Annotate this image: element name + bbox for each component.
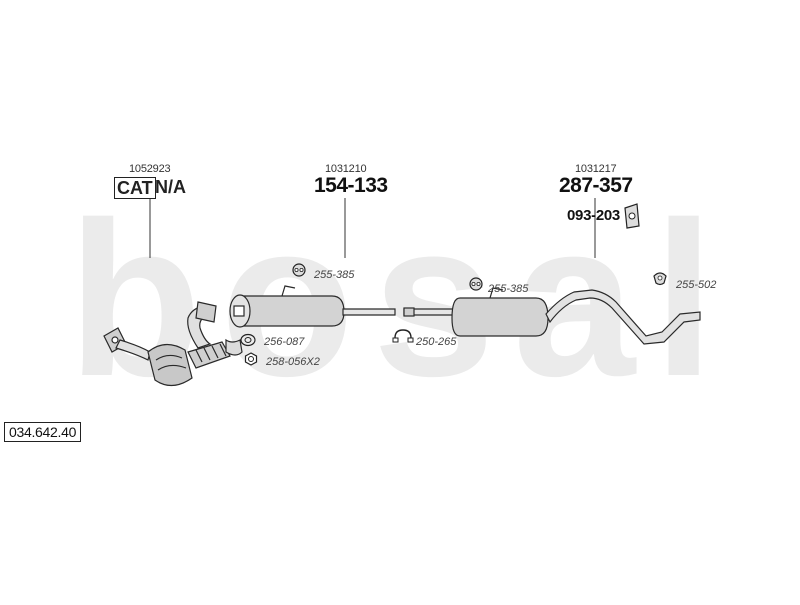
- rubber-hanger-icon: [652, 270, 668, 286]
- rear-silencer-tailpipe: [403, 287, 701, 345]
- rubber-hanger-icon: [291, 262, 307, 278]
- nut-icon: [244, 352, 258, 366]
- cat-value: N/A: [155, 177, 186, 197]
- front-ref-number: 1052923: [129, 163, 171, 175]
- rear-ref-number: 1031217: [575, 163, 617, 175]
- gasket-icon: [240, 333, 256, 347]
- middle-part-number: 154-133: [314, 174, 388, 197]
- part-code-255-385-rear: 255-385: [488, 283, 529, 295]
- cat-label-box: CAT: [114, 177, 156, 199]
- rear-part-number: 287-357: [559, 174, 633, 197]
- diagram-number: 034.642.40: [4, 422, 82, 442]
- tailpipe-bracket-icon: [622, 202, 642, 230]
- part-code-255-502: 255-502: [676, 279, 717, 291]
- clamp-icon: [392, 328, 414, 344]
- rubber-hanger-icon: [468, 276, 484, 292]
- middle-ref-number: 1031210: [325, 163, 367, 175]
- part-code-255-385-middle: 255-385: [314, 269, 355, 281]
- part-code-258-056x2: 258-056X2: [266, 356, 320, 368]
- front-pipe-catalyst: [103, 301, 243, 387]
- rear-sub-part-number: 093-203: [567, 207, 620, 224]
- middle-silencer: [229, 285, 396, 328]
- part-code-256-087: 256-087: [264, 336, 305, 348]
- part-code-250-265: 250-265: [416, 336, 457, 348]
